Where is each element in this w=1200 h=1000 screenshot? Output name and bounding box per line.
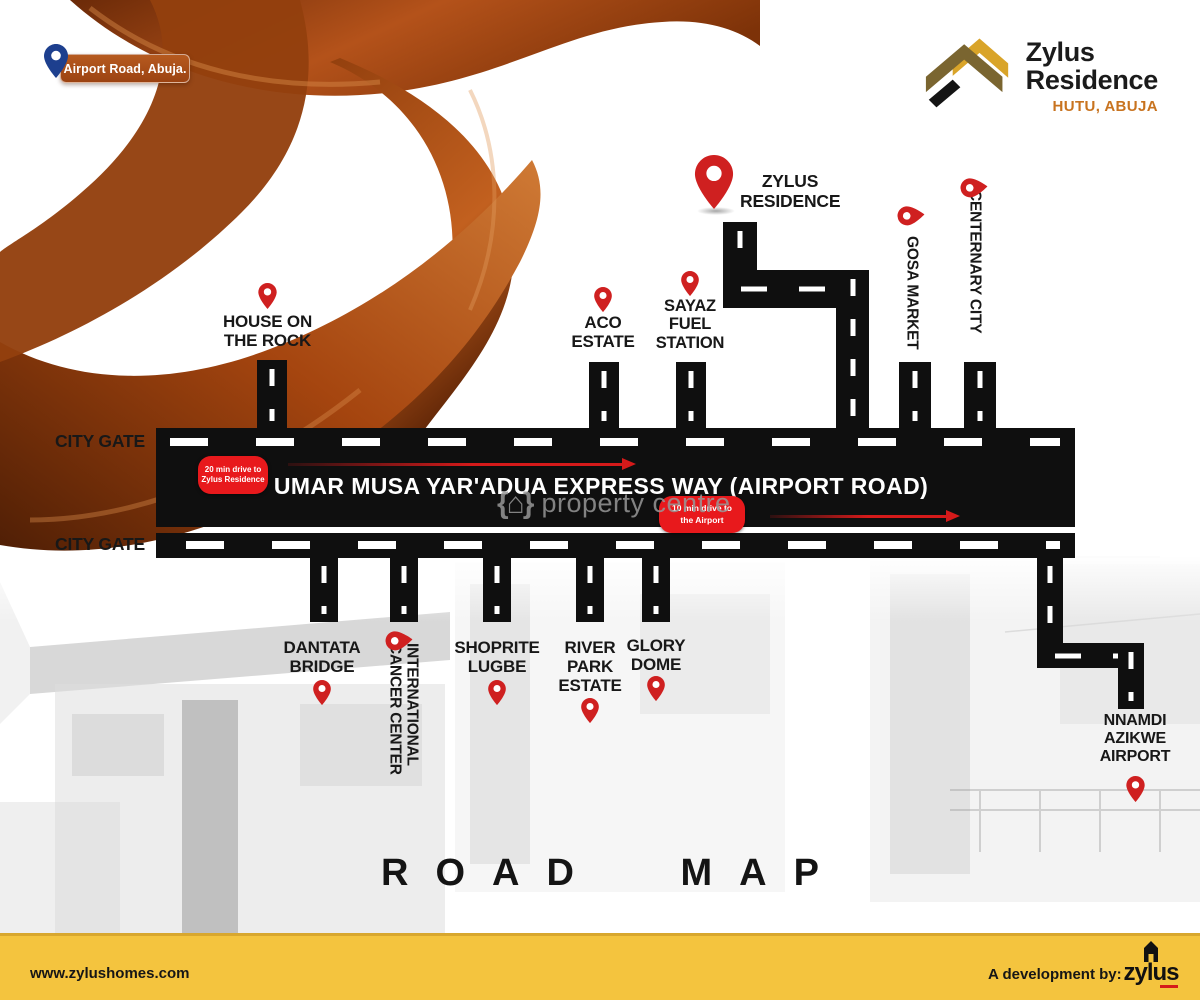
road-glory-dome: [642, 557, 670, 622]
road-sayaz-fuel-station: [676, 362, 706, 429]
property-centre-watermark: {⌂} property centre: [497, 488, 731, 519]
label-sayaz-fuel-station: SAYAZ FUEL STATION: [655, 297, 725, 352]
pin-centernary-city: [960, 176, 989, 198]
expressway-top-lane-markings: [170, 438, 1060, 446]
zylus-wordmark: zylus: [1123, 959, 1179, 986]
location-tag-label: Airport Road, Abuja.: [63, 61, 187, 76]
pin-glory-dome: [647, 676, 665, 701]
brand-location: HUTU, ABUJA: [1052, 98, 1158, 116]
expressway-bottom-lane-markings: [186, 541, 1060, 549]
label-zylus-residence: ZYLUS RESIDENCE: [740, 171, 841, 211]
zylus-house-logo-icon: [925, 38, 1008, 108]
location-tag: Airport Road, Abuja.: [60, 54, 190, 83]
footer-zylus-logo: zylus: [1120, 938, 1182, 988]
pin-shoprite-lugbe: [488, 680, 506, 705]
road-shoprite-lugbe: [483, 557, 511, 622]
label-cancer-center: INTERNATIONAL CANCER CENTER: [386, 643, 421, 775]
road-dantata-bridge: [310, 557, 338, 622]
footer-website: www.zylushomes.com: [30, 965, 190, 982]
road-airport-vertical-bottom: [1118, 643, 1144, 709]
footer-bar: www.zylushomes.com A development by: zyl…: [0, 933, 1200, 1000]
label-glory-dome: GLORY DOME: [626, 636, 686, 675]
poster-title: ROAD MAP: [381, 852, 846, 894]
airport-road-pin-icon: [44, 40, 68, 82]
label-nnamdi-azikwe-airport: NNAMDI AZIKWE AIRPORT: [1099, 712, 1171, 765]
property-centre-watermark-icon: {⌂}: [497, 486, 535, 520]
property-centre-watermark-text: property centre: [541, 488, 731, 518]
expressway-name-label: UMAR MUSA YAR'ADUA EXPRESS WAY (AIRPORT …: [273, 473, 929, 499]
drive-time-badge-residence: 20 min drive to Zylus Residence: [198, 456, 268, 494]
silk-fabric-graphic: [0, 0, 760, 551]
pin-sayaz-fuel-station: [681, 271, 699, 296]
label-centernary-city: CENTERNARY CITY: [966, 190, 984, 334]
brand-logo: Zylus Residence HUTU, ABUJA: [924, 30, 1158, 115]
pin-aco-estate: [594, 287, 612, 312]
road-cancer-center: [390, 557, 418, 622]
label-city-gate-bottom: CITY GATE: [55, 534, 145, 554]
road-river-park-estate: [576, 557, 604, 622]
label-house-on-the-rock: HOUSE ON THE ROCK: [222, 312, 313, 351]
zylus-logo-red-mark: [1160, 984, 1178, 988]
road-house-on-the-rock: [257, 360, 287, 429]
drive-time-badge-airport: 10 min drive to the Airport: [659, 496, 745, 533]
pin-nnamdi-azikwe-airport: [1126, 776, 1145, 802]
pin-house-on-the-rock: [258, 283, 277, 309]
pin-zylus-residence-shadow: [697, 207, 735, 215]
label-aco-estate: ACO ESTATE: [571, 313, 635, 352]
label-shoprite-lugbe: SHOPRITE LUGBE: [454, 638, 540, 677]
label-river-park-estate: RIVER PARK ESTATE: [558, 638, 622, 696]
pin-zylus-residence: [692, 155, 736, 209]
road-gosa-market: [899, 362, 931, 429]
label-city-gate-top: CITY GATE: [55, 431, 145, 451]
brand-name-line2: Residence: [1025, 65, 1159, 96]
brand-text: Zylus Residence HUTU, ABUJA: [1025, 30, 1159, 116]
pin-river-park-estate: [581, 698, 599, 723]
label-gosa-market: GOSA MARKET: [903, 236, 921, 350]
pin-cancer-center: [385, 629, 414, 651]
footer-credit-text: A development by:: [988, 966, 1122, 983]
zylus-building-icon: [1144, 941, 1158, 962]
pin-gosa-market: [897, 204, 926, 226]
direction-arrow-to-airport: [770, 510, 960, 522]
brand-name-line1: Zylus: [1025, 37, 1095, 67]
road-aco-estate: [589, 362, 619, 429]
road-zylus-access-vertical-bottom: [836, 270, 869, 429]
direction-arrow-to-residence: [288, 458, 636, 470]
label-dantata-bridge: DANTATA BRIDGE: [283, 638, 361, 677]
pin-dantata-bridge: [313, 680, 331, 705]
road-centernary-city: [964, 362, 996, 429]
